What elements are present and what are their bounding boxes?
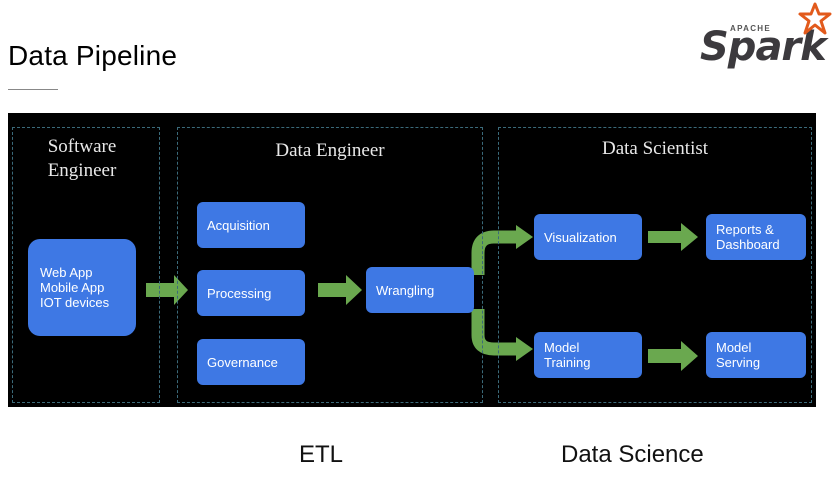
pipeline-diagram: Software Engineer Data Engineer Data Sci…: [8, 113, 816, 407]
node-visualization[interactable]: Visualization: [534, 214, 642, 260]
page-title: Data Pipeline: [8, 40, 178, 71]
caption-data-science: Data Science: [561, 441, 704, 468]
section-software-engineer: [12, 127, 160, 403]
node-acquisition[interactable]: Acquisition: [197, 202, 305, 248]
arrow-head-icon: [516, 225, 533, 249]
arrow-icon: [648, 341, 698, 371]
logo-apache-text: APACHE: [730, 24, 771, 33]
node-source-apps[interactable]: Web App Mobile App IOT devices: [28, 239, 136, 336]
node-model-training[interactable]: Model Training: [534, 332, 642, 378]
node-processing[interactable]: Processing: [197, 270, 305, 316]
spark-star-icon: [798, 2, 832, 35]
node-governance[interactable]: Governance: [197, 339, 305, 385]
caption-etl: ETL: [299, 441, 344, 468]
node-wrangling[interactable]: Wrangling: [366, 267, 474, 313]
arrow-icon: [318, 275, 362, 305]
node-model-serving[interactable]: Model Serving: [706, 332, 806, 378]
spark-logo: APACHE Spark: [698, 2, 836, 72]
section-data-scientist: [498, 127, 812, 403]
section-data-engineer: [177, 127, 483, 403]
section-title-software-engineer: Software Engineer: [47, 136, 117, 181]
title-divider: [8, 89, 58, 90]
section-title-data-engineer: Data Engineer: [275, 140, 385, 161]
arrow-icon: [648, 223, 698, 251]
node-reports-dashboard[interactable]: Reports & Dashboard: [706, 214, 806, 260]
arrow-head-icon: [516, 337, 533, 361]
section-title-data-scientist: Data Scientist: [601, 138, 709, 159]
